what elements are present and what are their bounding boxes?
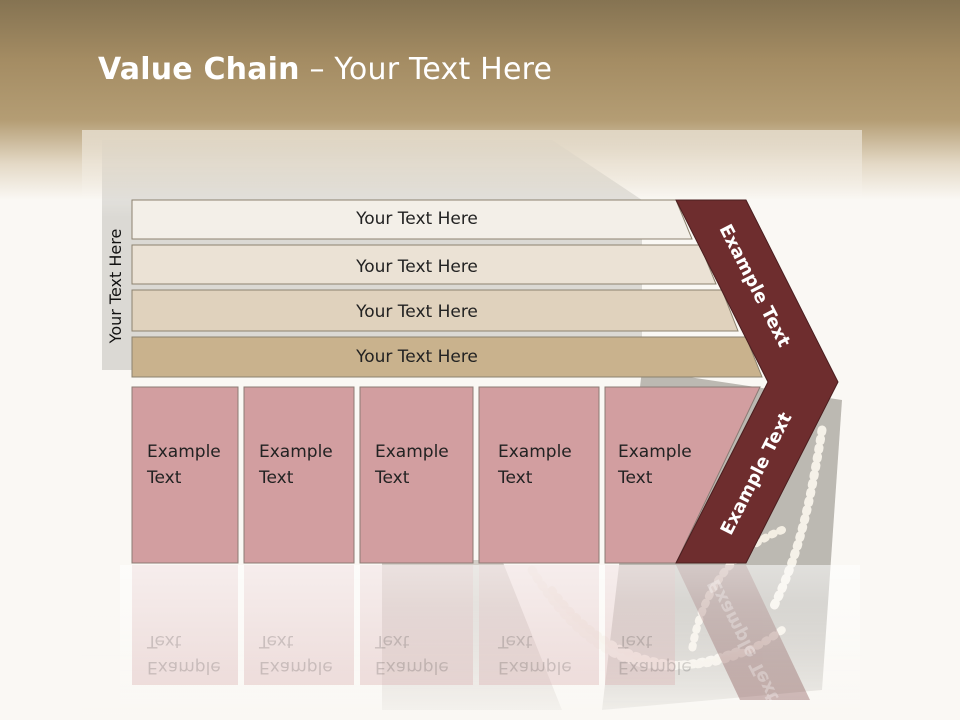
primary-column-2-reflection-line2: Text (259, 631, 294, 651)
primary-column-5-line2: Text (618, 468, 653, 488)
primary-column-2-line1: Example (259, 442, 333, 462)
primary-column-5-reflection: Example Text (618, 628, 718, 680)
slide-title-rest: – Your Text Here (299, 52, 553, 87)
primary-column-4 (478, 386, 600, 564)
primary-column-5-reflection-line1: Example (618, 657, 692, 677)
primary-column-1-reflection-line2: Text (147, 631, 182, 651)
support-row-4 (131, 336, 763, 378)
slide-title: Value Chain – Your Text Here (98, 52, 552, 87)
support-row-3 (131, 289, 739, 332)
primary-column-4-reflection: Example Text (498, 628, 598, 680)
support-row-3-label: Your Text Here (356, 302, 478, 322)
primary-column-4-reflection-line1: Example (498, 657, 572, 677)
support-row-1 (131, 199, 693, 240)
primary-column-3 (359, 386, 474, 564)
primary-column-1-reflection-line1: Example (147, 657, 221, 677)
margin-chevron (675, 199, 839, 564)
primary-column-3-line2: Text (375, 468, 410, 488)
primary-column-1-line1: Example (147, 442, 221, 462)
primary-column-1-reflection: Example Text (147, 628, 247, 680)
primary-column-2 (243, 386, 355, 564)
primary-column-3-line1: Example (375, 442, 449, 462)
primary-column-4-reflection-line2: Text (498, 631, 533, 651)
primary-column-3-reflection-line1: Example (375, 657, 449, 677)
primary-column-1 (131, 386, 239, 564)
primary-column-3-reflection-line2: Text (375, 631, 410, 651)
primary-column-5-line1: Example (618, 442, 692, 462)
primary-column-4-line2: Text (498, 468, 533, 488)
primary-column-3-reflection: Example Text (375, 628, 475, 680)
slide-title-bold: Value Chain (98, 52, 300, 87)
primary-column-4-line1: Example (498, 442, 572, 462)
support-row-2 (131, 244, 717, 285)
primary-column-2-reflection-line1: Example (259, 657, 333, 677)
support-row-2-label: Your Text Here (356, 257, 478, 277)
primary-column-5-reflection-line2: Text (618, 631, 653, 651)
support-row-1-label: Your Text Here (356, 209, 478, 229)
primary-column-2-reflection: Example Text (259, 628, 359, 680)
primary-column-2-line2: Text (259, 468, 294, 488)
support-row-4-label: Your Text Here (356, 347, 478, 367)
primary-column-1-line2: Text (147, 468, 182, 488)
side-label: Your Text Here (106, 228, 125, 344)
